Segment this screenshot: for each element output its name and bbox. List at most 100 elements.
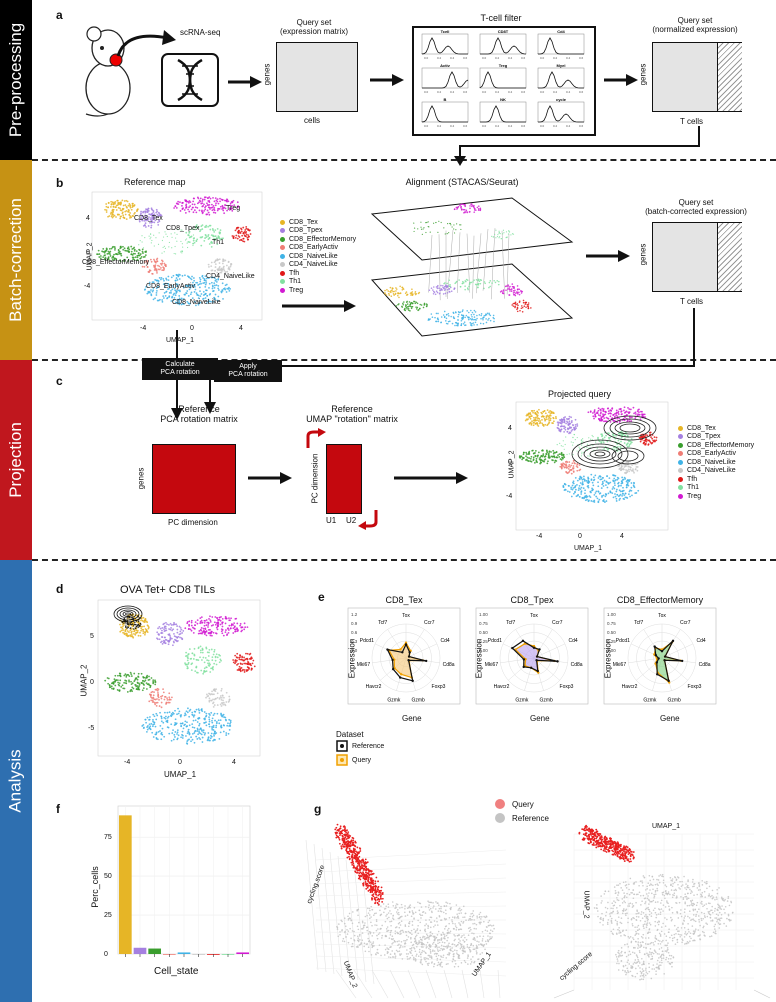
axis-umap2-label: UMAP_2 (582, 890, 590, 919)
legend-item: CD4_NaiveLike (280, 261, 356, 270)
legend-label: CD8_EffectorMemory (289, 235, 357, 243)
radar-tick: 0.50 (607, 630, 616, 635)
cell-state-label: Cell_state (154, 966, 199, 977)
pc-dimension-vertical: PC dimension (310, 453, 320, 504)
svg-text:0.4: 0.4 (508, 90, 513, 94)
perc-cells-label: Perc_cells (89, 866, 100, 908)
expression-label: Expression (474, 638, 484, 679)
svg-text:0.2: 0.2 (437, 124, 442, 128)
radar-title: CD8_EffectorMemory (616, 595, 704, 605)
radar-gene-label: Tox (658, 613, 666, 619)
radar-point (680, 659, 684, 663)
pca-matrix (152, 444, 236, 514)
legend-label: CD4_NaiveLike (687, 467, 736, 475)
legend-label: CD8_EarlyActiv (289, 244, 339, 252)
genes-label: genes (638, 243, 648, 266)
radar-point (667, 679, 670, 683)
svg-text:0.0: 0.0 (424, 124, 429, 128)
umap-matrix-title: Reference UMAP "rotation" matrix (306, 404, 398, 424)
stage-batch-correction: Batch-correction (0, 160, 32, 360)
legend-swatch (678, 493, 683, 499)
legend-label: Tfh (687, 475, 698, 483)
arrow-right (394, 472, 468, 484)
cluster-cd8-naive (141, 707, 232, 745)
legend-label: Tfh (289, 269, 300, 277)
radar-gene-label: Havcr2 (494, 684, 510, 690)
cluster-label: Th1 (212, 239, 225, 246)
legend-item: CD8_Tex (678, 424, 754, 433)
svg-text:0.2: 0.2 (495, 56, 500, 60)
radar-point (511, 646, 514, 650)
svg-text:0.6: 0.6 (521, 90, 526, 94)
cluster-label: CD4_NaiveLike (206, 273, 255, 280)
mini-plot-label: Treg (499, 63, 508, 68)
radar-point (663, 655, 667, 658)
radar-point (663, 659, 666, 662)
top-plane-points (491, 229, 515, 240)
umap1-label: UMAP_1 (166, 337, 195, 344)
radar-point (521, 639, 525, 643)
connector-arrow (204, 308, 695, 414)
rotation-arrow-icon (306, 428, 326, 448)
radar-point (536, 669, 540, 673)
y-tick-label: 50 (104, 873, 112, 881)
bar-cd8_naivelike (177, 952, 191, 954)
normalized-matrix (652, 42, 742, 112)
bottom-cluster (384, 285, 421, 299)
cluster-effector-memory (104, 671, 157, 693)
stage-projection: Projection (0, 360, 32, 560)
axis-umap1-label: UMAP_1 (652, 823, 681, 830)
u2-label: U2 (346, 516, 357, 525)
radar-point (522, 665, 525, 669)
cell-state-bar-chart (117, 805, 251, 957)
radar-point (391, 667, 395, 671)
arrow-right (228, 76, 262, 88)
cluster-th1 (185, 224, 224, 248)
radar-point (529, 666, 533, 669)
mini-plot-label: NK (500, 97, 506, 102)
radar-gene-label: Cd8a (571, 662, 583, 668)
svg-text:0.4: 0.4 (566, 90, 571, 94)
cluster-treg (173, 196, 239, 216)
legend-swatch (678, 468, 683, 474)
legend-swatch (678, 442, 683, 448)
tcells-label: T cells (680, 297, 703, 306)
bottom-cluster (511, 299, 532, 313)
legend-label: CD8_EarlyActiv (687, 450, 737, 458)
legend-swatch (678, 425, 683, 431)
query-set-title: Query set (expression matrix) (279, 18, 348, 36)
legend-label: Th1 (289, 278, 302, 286)
bottom-cluster (428, 284, 456, 296)
batch-corrected-matrix (652, 222, 742, 292)
legend-swatch (280, 287, 285, 293)
divider (32, 159, 776, 161)
cluster-treg (184, 615, 249, 637)
radar-tick: 1.00 (607, 612, 616, 617)
legend-swatch (280, 270, 285, 276)
ref-yticks: 4 0 -4 (84, 215, 91, 290)
u1-label: U1 (326, 516, 337, 525)
svg-text:0.0: 0.0 (540, 90, 545, 94)
svg-text:0.0: 0.0 (424, 56, 429, 60)
radar-chart: ToxCcr7Cd4Cd8aFoxp3GzmbGzmkHavcr2Mki67Pd… (475, 607, 589, 705)
svg-text:0.6: 0.6 (463, 90, 468, 94)
radar-point (411, 679, 414, 683)
legend-label: CD8_Tex (289, 218, 318, 226)
radar-gene-label: Tcf7 (634, 620, 643, 626)
svg-text:0.4: 0.4 (566, 124, 571, 128)
panel-label-g: g (314, 802, 322, 816)
legend-label: CD8_Tex (687, 424, 716, 432)
plot-frame (97, 599, 261, 757)
stage-label: Pre-processing (6, 22, 26, 138)
connector-arrow (454, 126, 700, 166)
genes-label: genes (262, 63, 272, 86)
radar-spoke (533, 657, 560, 681)
svg-text:0.2: 0.2 (437, 56, 442, 60)
svg-text:0.2: 0.2 (495, 124, 500, 128)
